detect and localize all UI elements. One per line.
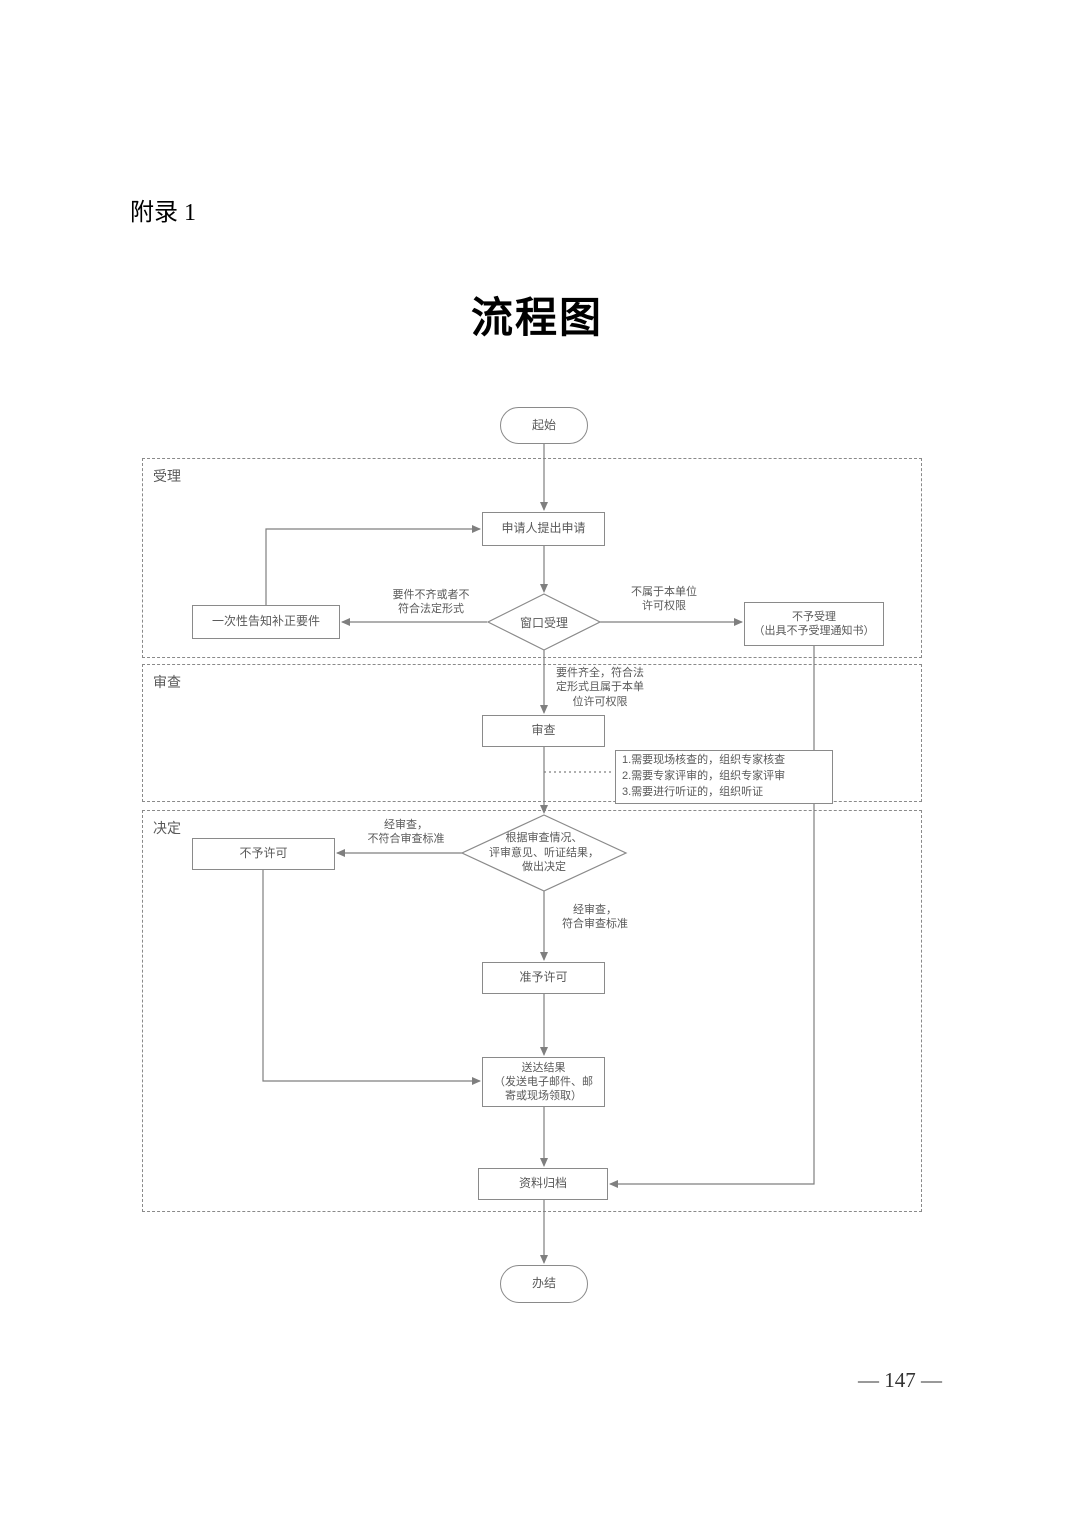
edge-label-incomplete: 要件不齐或者不 符合法定形式	[392, 589, 470, 616]
edge-label-pass-standard: 经审查， 符合审查标准	[562, 904, 628, 931]
page-title: 流程图	[470, 296, 603, 342]
section-review-label: 审查	[153, 674, 181, 690]
section-review: 审查	[142, 664, 922, 802]
apply-node: 申请人提出申请	[482, 512, 605, 546]
edge-label-fail-standard: 经审查， 不符合审查标准	[367, 819, 445, 846]
deny-permit-node: 不予许可	[192, 838, 335, 870]
review-node: 审查	[482, 715, 605, 747]
end-node: 办结	[500, 1265, 588, 1303]
window-accept-diamond-label: 窗口受理	[519, 615, 568, 630]
archive-node: 资料归档	[478, 1168, 608, 1200]
reject-node: 不予受理 （出具不予受理通知书）	[744, 602, 884, 646]
decision-diamond-label: 根据审查情况、 评审意见、听证结果， 做出决定	[489, 831, 599, 874]
review-note-box: 1.需要现场核查的，组织专家核查 2.需要专家评审的，组织专家评审 3.需要进行…	[615, 750, 833, 804]
section-decide-label: 决定	[153, 820, 181, 836]
appendix-label: 附录 1	[130, 200, 196, 226]
page-number: — 147 —	[858, 1368, 942, 1392]
edge-label-complete: 要件齐全，符合法 定形式且属于本单 位许可权限	[556, 667, 644, 708]
start-node: 起始	[500, 407, 588, 444]
section-decide: 决定	[142, 810, 922, 1212]
section-accept-label: 受理	[153, 468, 181, 484]
deliver-result-node: 送达结果 （发送电子邮件、邮 寄或现场领取）	[482, 1057, 605, 1107]
notify-correction-node: 一次性告知补正要件	[192, 605, 340, 639]
grant-permit-node: 准予许可	[482, 962, 605, 994]
section-accept: 受理	[142, 458, 922, 658]
edge-label-not-authority: 不属于本单位 许可权限	[631, 586, 697, 613]
